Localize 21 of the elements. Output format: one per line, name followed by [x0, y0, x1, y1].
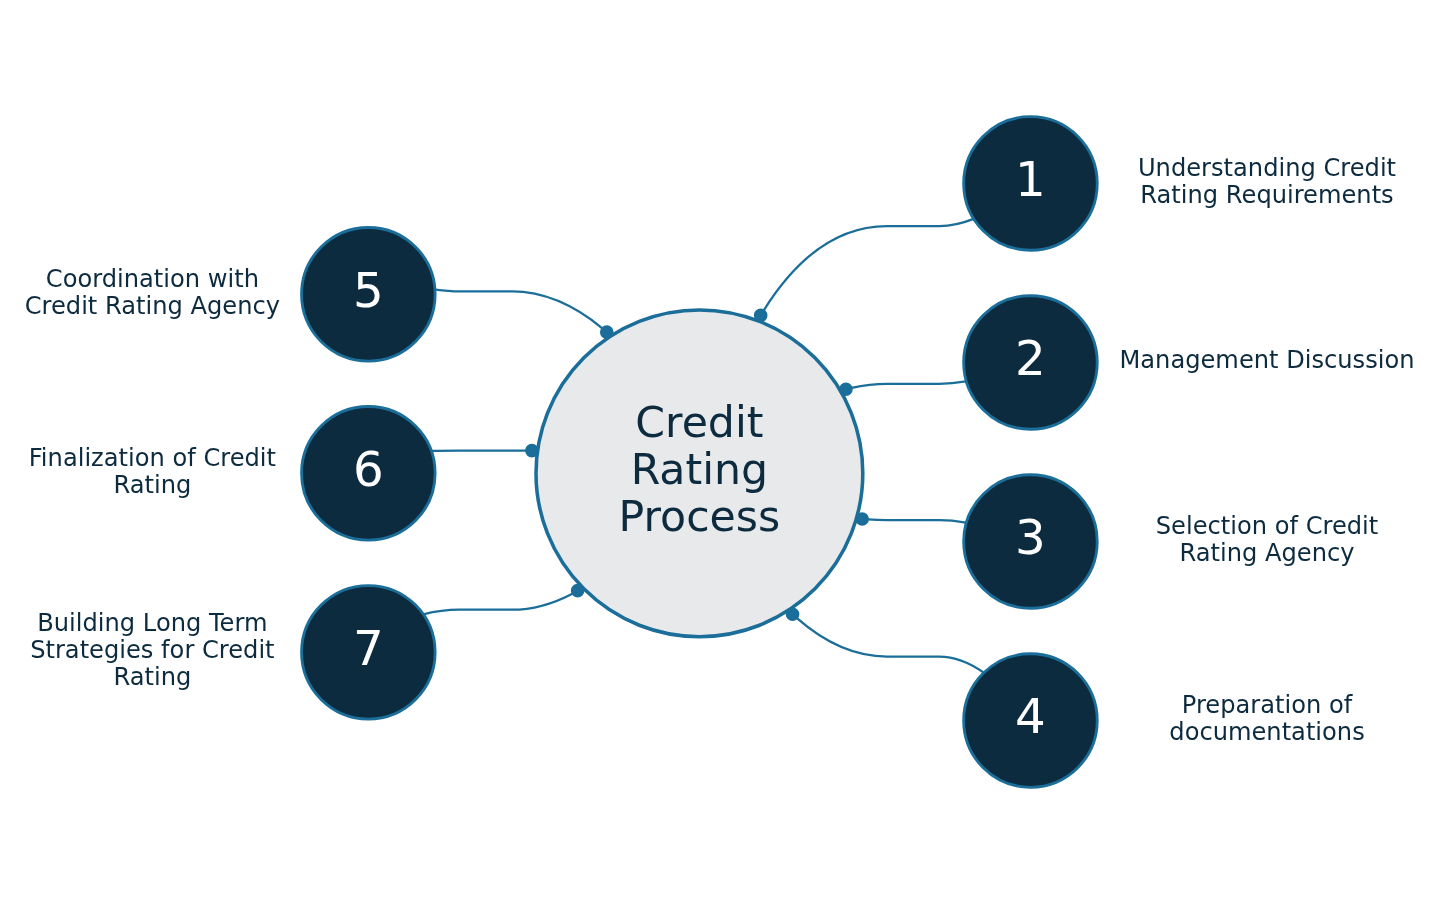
node-label: Management Discussion	[1119, 346, 1415, 375]
connector	[435, 288, 614, 339]
node-label: Building Long Term Strategies for Credit Rating	[30, 609, 275, 692]
connector	[855, 512, 967, 526]
node-circle: 1	[962, 115, 1099, 252]
node-circle: 4	[962, 652, 1099, 789]
connector	[785, 607, 984, 674]
connector	[423, 583, 585, 616]
node-label: Finalization of Credit Rating	[28, 443, 277, 499]
node-circle: 2	[962, 294, 1099, 431]
node-label: Selection of Credit Rating Agency	[1155, 511, 1379, 567]
node-circle: 7	[300, 584, 437, 721]
node-circle: 6	[300, 405, 437, 542]
connector	[839, 380, 967, 397]
node-circle: 5	[300, 226, 437, 363]
node-label: Understanding Credit Rating Requirements	[1137, 153, 1397, 209]
node-label: Coordination with Credit Rating Agency	[24, 264, 281, 320]
connector	[431, 443, 539, 458]
node-label: Preparation of documentations	[1169, 690, 1365, 746]
connector	[753, 217, 974, 323]
node-circle: 3	[962, 473, 1099, 610]
